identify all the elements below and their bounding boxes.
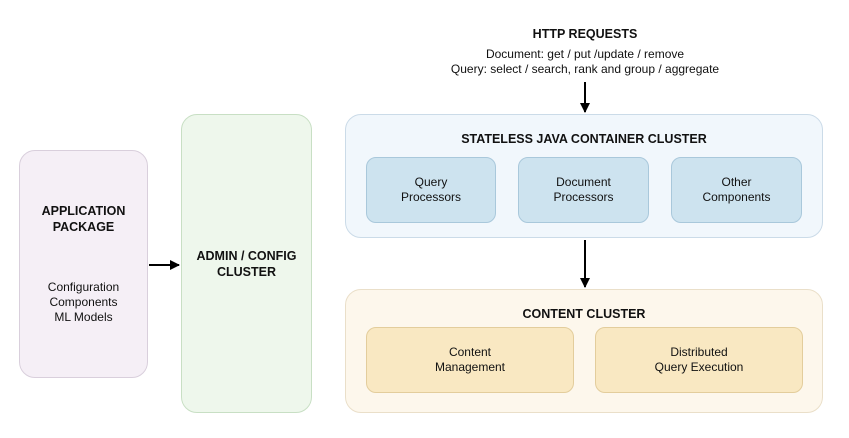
application-package-item: Components (49, 295, 118, 309)
admin-config-cluster-box: ADMIN / CONFIG CLUSTER (181, 114, 312, 413)
query-processors-box: Query Processors (366, 157, 496, 223)
content-cluster-box: CONTENT CLUSTER Content Management Distr… (345, 289, 823, 413)
http-requests-label: HTTP REQUESTS Document: get / put /updat… (430, 26, 740, 77)
application-package-box: APPLICATION PACKAGE Configuration Compon… (19, 150, 148, 378)
content-cluster-title: CONTENT CLUSTER (522, 307, 646, 321)
admin-config-cluster-title: ADMIN / CONFIG CLUSTER (196, 248, 297, 279)
application-package-item: Configuration (47, 280, 120, 294)
container-cluster-title: STATELESS JAVA CONTAINER CLUSTER (461, 132, 707, 146)
http-document-operations: Document: get / put /update / remove (485, 47, 685, 61)
other-components-box: Other Components (671, 157, 802, 223)
content-management-box: Content Management (366, 327, 574, 393)
application-package-item: ML Models (54, 310, 113, 324)
application-package-title: APPLICATION PACKAGE (41, 204, 126, 234)
http-query-operations: Query: select / search, rank and group /… (450, 62, 720, 76)
http-requests-title: HTTP REQUESTS (532, 27, 638, 41)
stateless-container-cluster-box: STATELESS JAVA CONTAINER CLUSTER Query P… (345, 114, 823, 238)
distributed-query-execution-box: Distributed Query Execution (595, 327, 803, 393)
document-processors-box: Document Processors (518, 157, 649, 223)
